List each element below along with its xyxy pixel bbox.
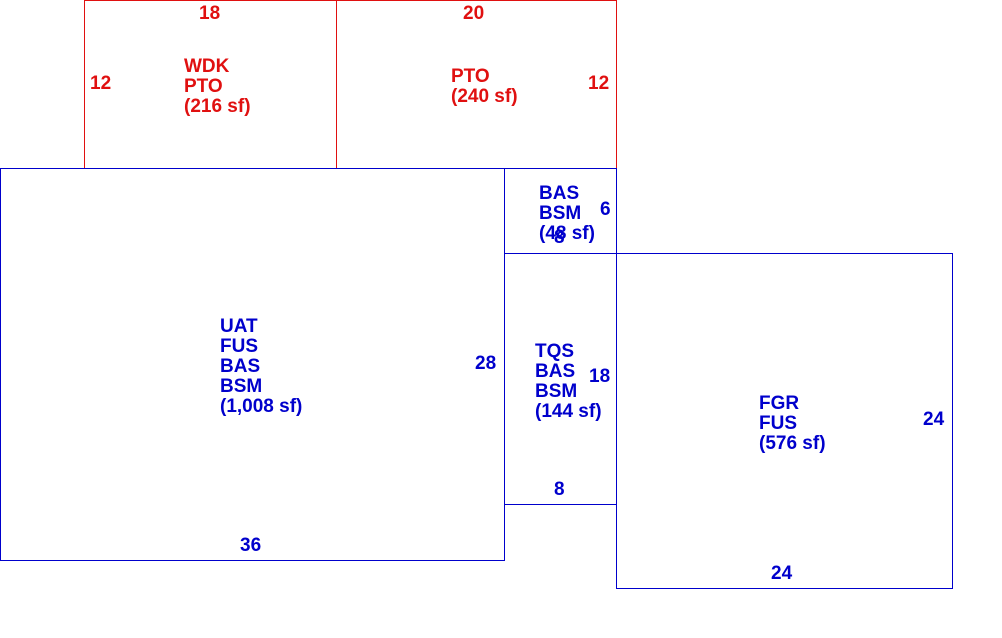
label-line: BAS [535, 361, 576, 382]
label-line: (576 sf) [759, 433, 826, 454]
label-line: FUS [220, 336, 258, 357]
dim-fgr-bottom: 24 [771, 563, 793, 584]
label-line: BAS [539, 183, 580, 204]
dim-uat-bottom: 36 [240, 535, 262, 556]
dim-fgr-right: 24 [923, 409, 945, 430]
label-line: (240 sf) [451, 86, 518, 107]
room-tqs-label: TQS BAS BSM (144 sf) [535, 342, 602, 422]
dim-uat-right: 28 [475, 353, 497, 374]
label-line: BSM [539, 203, 582, 224]
label-line: BAS [220, 356, 261, 377]
label-line: PTO [184, 76, 223, 97]
label-line: PTO [451, 66, 490, 87]
room-uat-label: UAT FUS BAS BSM (1,008 sf) [220, 317, 302, 417]
dim-tqs-right: 18 [589, 366, 611, 387]
label-line: BSM [220, 376, 263, 397]
dim-bas-small-bottom: 8 [554, 227, 565, 248]
room-wdk-pto-label: WDK PTO (216 sf) [184, 57, 251, 117]
label-line: TQS [535, 341, 575, 362]
dim-bas-small-right: 6 [600, 199, 611, 220]
room-pto-label: PTO (240 sf) [451, 67, 518, 107]
label-line: FUS [759, 413, 797, 434]
label-line: (48 sf) [539, 223, 595, 244]
room-bas-small-label: BAS BSM (48 sf) [539, 184, 595, 244]
dim-wdk-left: 12 [90, 73, 112, 94]
dim-pto-right: 12 [588, 73, 610, 94]
label-line: (1,008 sf) [220, 396, 303, 417]
label-line: FGR [759, 393, 800, 414]
dim-pto-top: 20 [463, 3, 485, 24]
label-line: (144 sf) [535, 401, 602, 422]
room-fgr-label: FGR FUS (576 sf) [759, 394, 826, 454]
label-line: (216 sf) [184, 96, 251, 117]
dim-tqs-bottom: 8 [554, 479, 565, 500]
room-fgr [616, 253, 953, 589]
label-line: WDK [184, 56, 230, 77]
label-line: BSM [535, 381, 578, 402]
dim-wdk-top: 18 [199, 3, 221, 24]
label-line: UAT [220, 316, 258, 337]
